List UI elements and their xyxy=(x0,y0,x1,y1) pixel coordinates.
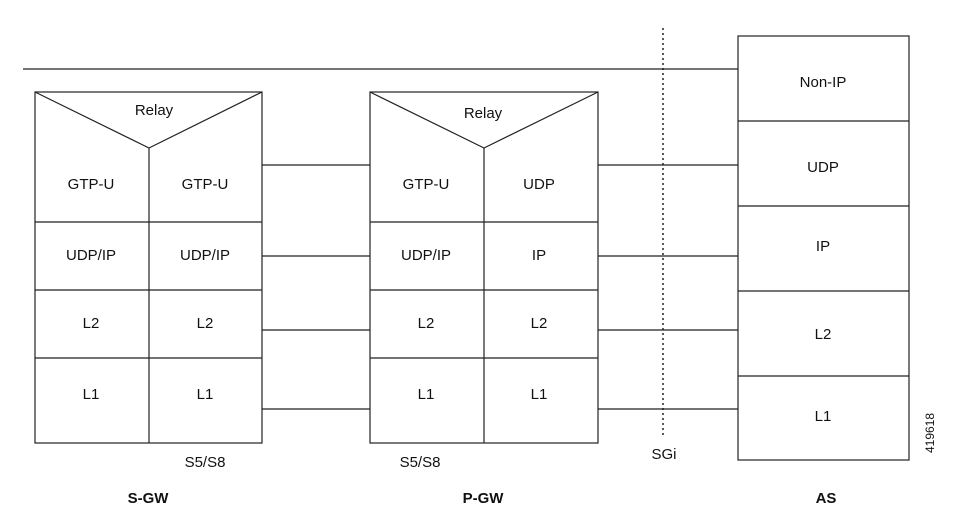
pgw-right-layer-2: IP xyxy=(532,247,546,264)
sgw-right-layer-4: L1 xyxy=(197,386,214,403)
pgw-right-layer-4: L1 xyxy=(531,386,548,403)
sgw-title: S-GW xyxy=(128,490,170,507)
sgw-relay-label: Relay xyxy=(135,102,174,119)
as-layer-5: L1 xyxy=(815,408,832,425)
sgw-right-layer-1: GTP-U xyxy=(182,176,229,193)
pgw-right-layer-1: UDP xyxy=(523,176,555,193)
as-title: AS xyxy=(816,490,837,507)
figure-id: 419618 xyxy=(923,413,937,453)
sgw-relay-diag-left xyxy=(34,91,150,149)
sgi-label: SGi xyxy=(651,446,676,463)
as-layer-3: IP xyxy=(816,238,830,255)
as-layer-4: L2 xyxy=(815,326,832,343)
as-layer-1: Non-IP xyxy=(800,74,847,91)
as-outline xyxy=(737,35,910,461)
pgw-relay-label: Relay xyxy=(464,105,503,122)
sgw-left-layer-1: GTP-U xyxy=(68,176,115,193)
pgw-stack: Relay GTP-U UDP/IP L2 L1 UDP IP L2 L1 xyxy=(369,91,599,444)
as-stack: Non-IP UDP IP L2 L1 xyxy=(737,35,910,461)
pgw-interface-label: S5/S8 xyxy=(400,454,441,471)
pgw-relay-diag-right xyxy=(483,91,599,149)
sgw-left-layer-3: L2 xyxy=(83,315,100,332)
sgw-left-layer-4: L1 xyxy=(83,386,100,403)
pgw-right-layer-3: L2 xyxy=(531,315,548,332)
pgw-left-layer-4: L1 xyxy=(418,386,435,403)
sgw-right-layer-3: L2 xyxy=(197,315,214,332)
pgw-left-layer-1: GTP-U xyxy=(403,176,450,193)
sgw-stack: Relay GTP-U UDP/IP L2 L1 GTP-U UDP/IP L2… xyxy=(34,91,263,444)
as-layer-2: UDP xyxy=(807,159,839,176)
sgw-right-layer-2: UDP/IP xyxy=(180,247,230,264)
pgw-title: P-GW xyxy=(463,490,505,507)
sgw-interface-label: S5/S8 xyxy=(185,454,226,471)
pgw-left-layer-2: UDP/IP xyxy=(401,247,451,264)
sgw-relay-diag-right xyxy=(148,91,263,149)
sgw-left-layer-2: UDP/IP xyxy=(66,247,116,264)
pgw-left-layer-3: L2 xyxy=(418,315,435,332)
pgw-relay-diag-left xyxy=(369,91,485,149)
